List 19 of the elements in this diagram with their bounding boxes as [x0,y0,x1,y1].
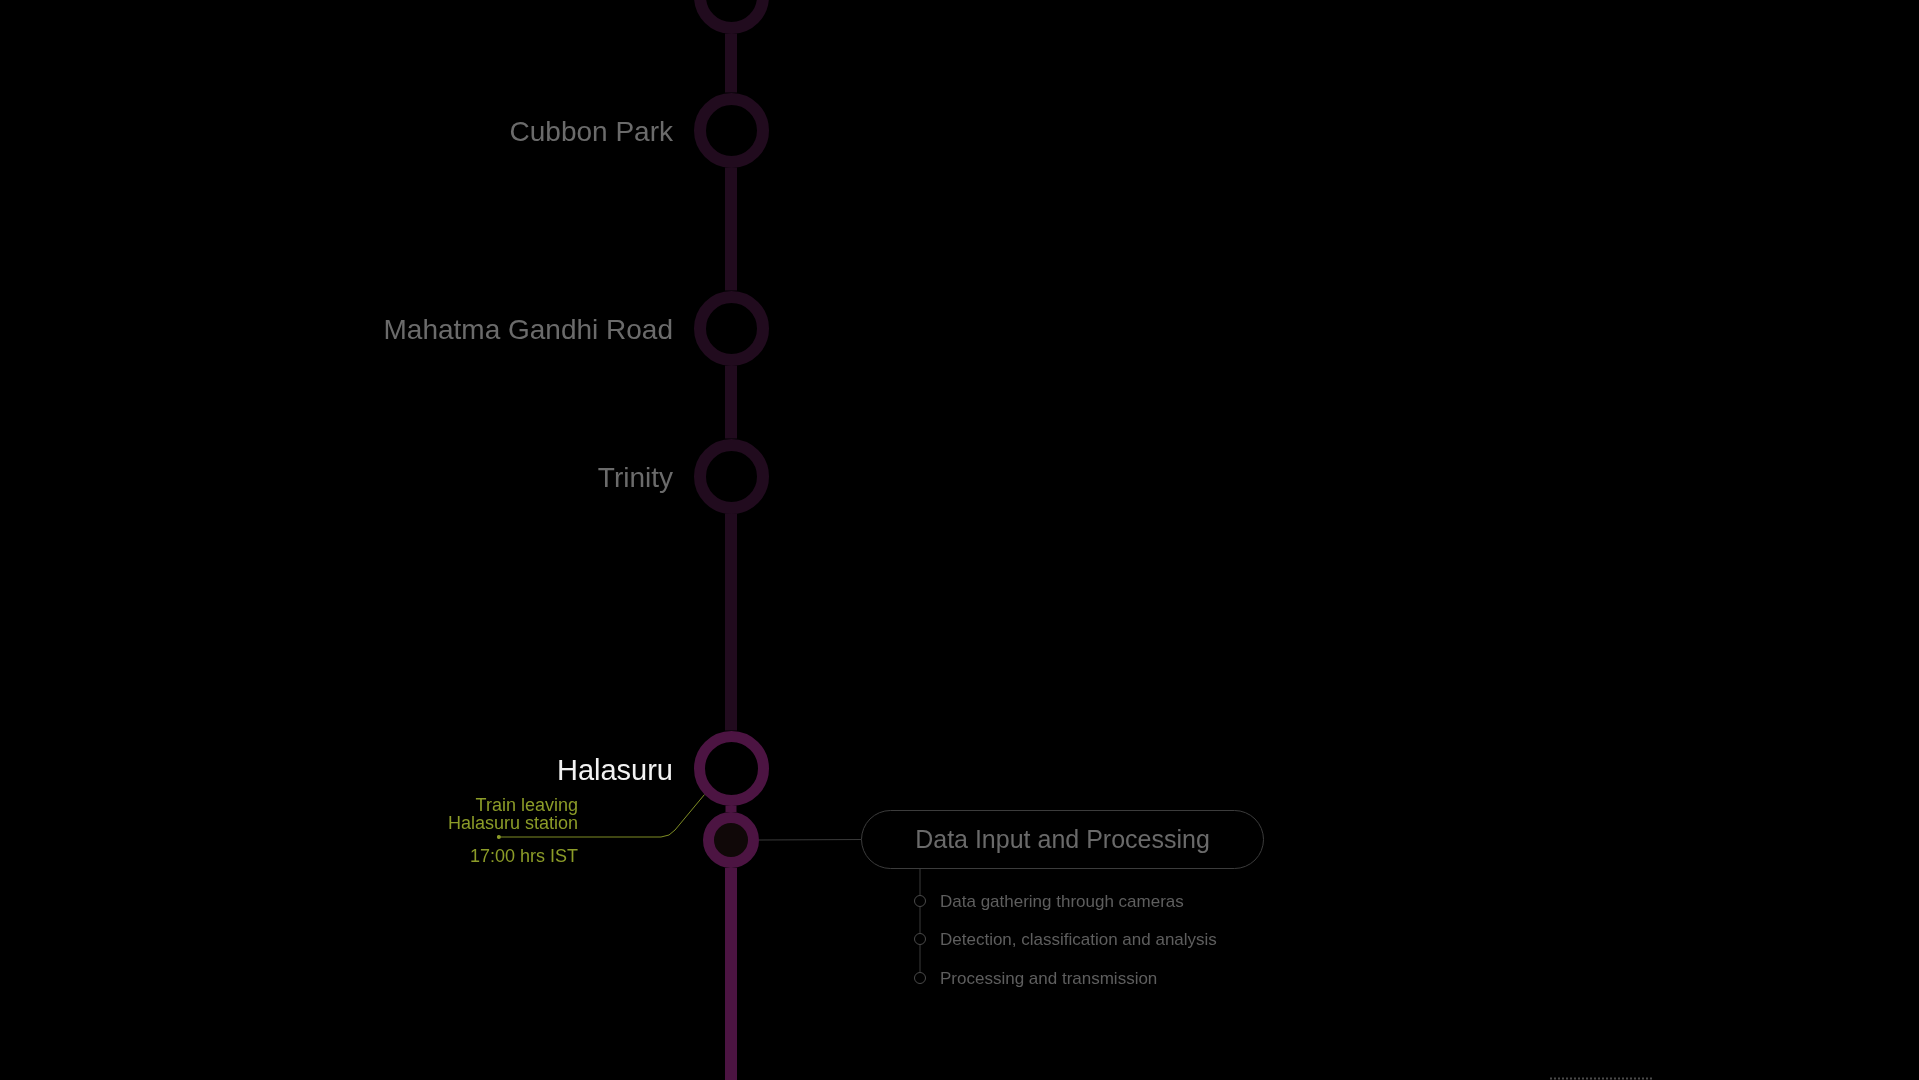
station-name: Trinity [597,460,673,495]
bullet-circle [914,933,926,945]
track-line [725,513,737,731]
list-item-text: Processing and transmission [940,967,1158,989]
bullet-circle [914,895,926,907]
station-name: Cubbon Park [509,114,673,149]
track-line [725,167,737,291]
annotation-text: Train leaving Halasuru station [434,796,578,837]
track-line [725,365,737,439]
track-line [725,33,737,93]
time-label: 17:00 hrs IST [469,844,578,868]
bullet-circle [914,972,926,984]
list-item-text: Data gathering through cameras [940,890,1184,912]
list-item-text: Detection, classification and analysis [940,928,1217,950]
station-name: Mahatma Gandhi Road [383,312,673,347]
connector-line [758,839,862,841]
track-line [725,868,737,1080]
station-name: Halasuru [556,753,673,788]
track-line [725,805,737,812]
